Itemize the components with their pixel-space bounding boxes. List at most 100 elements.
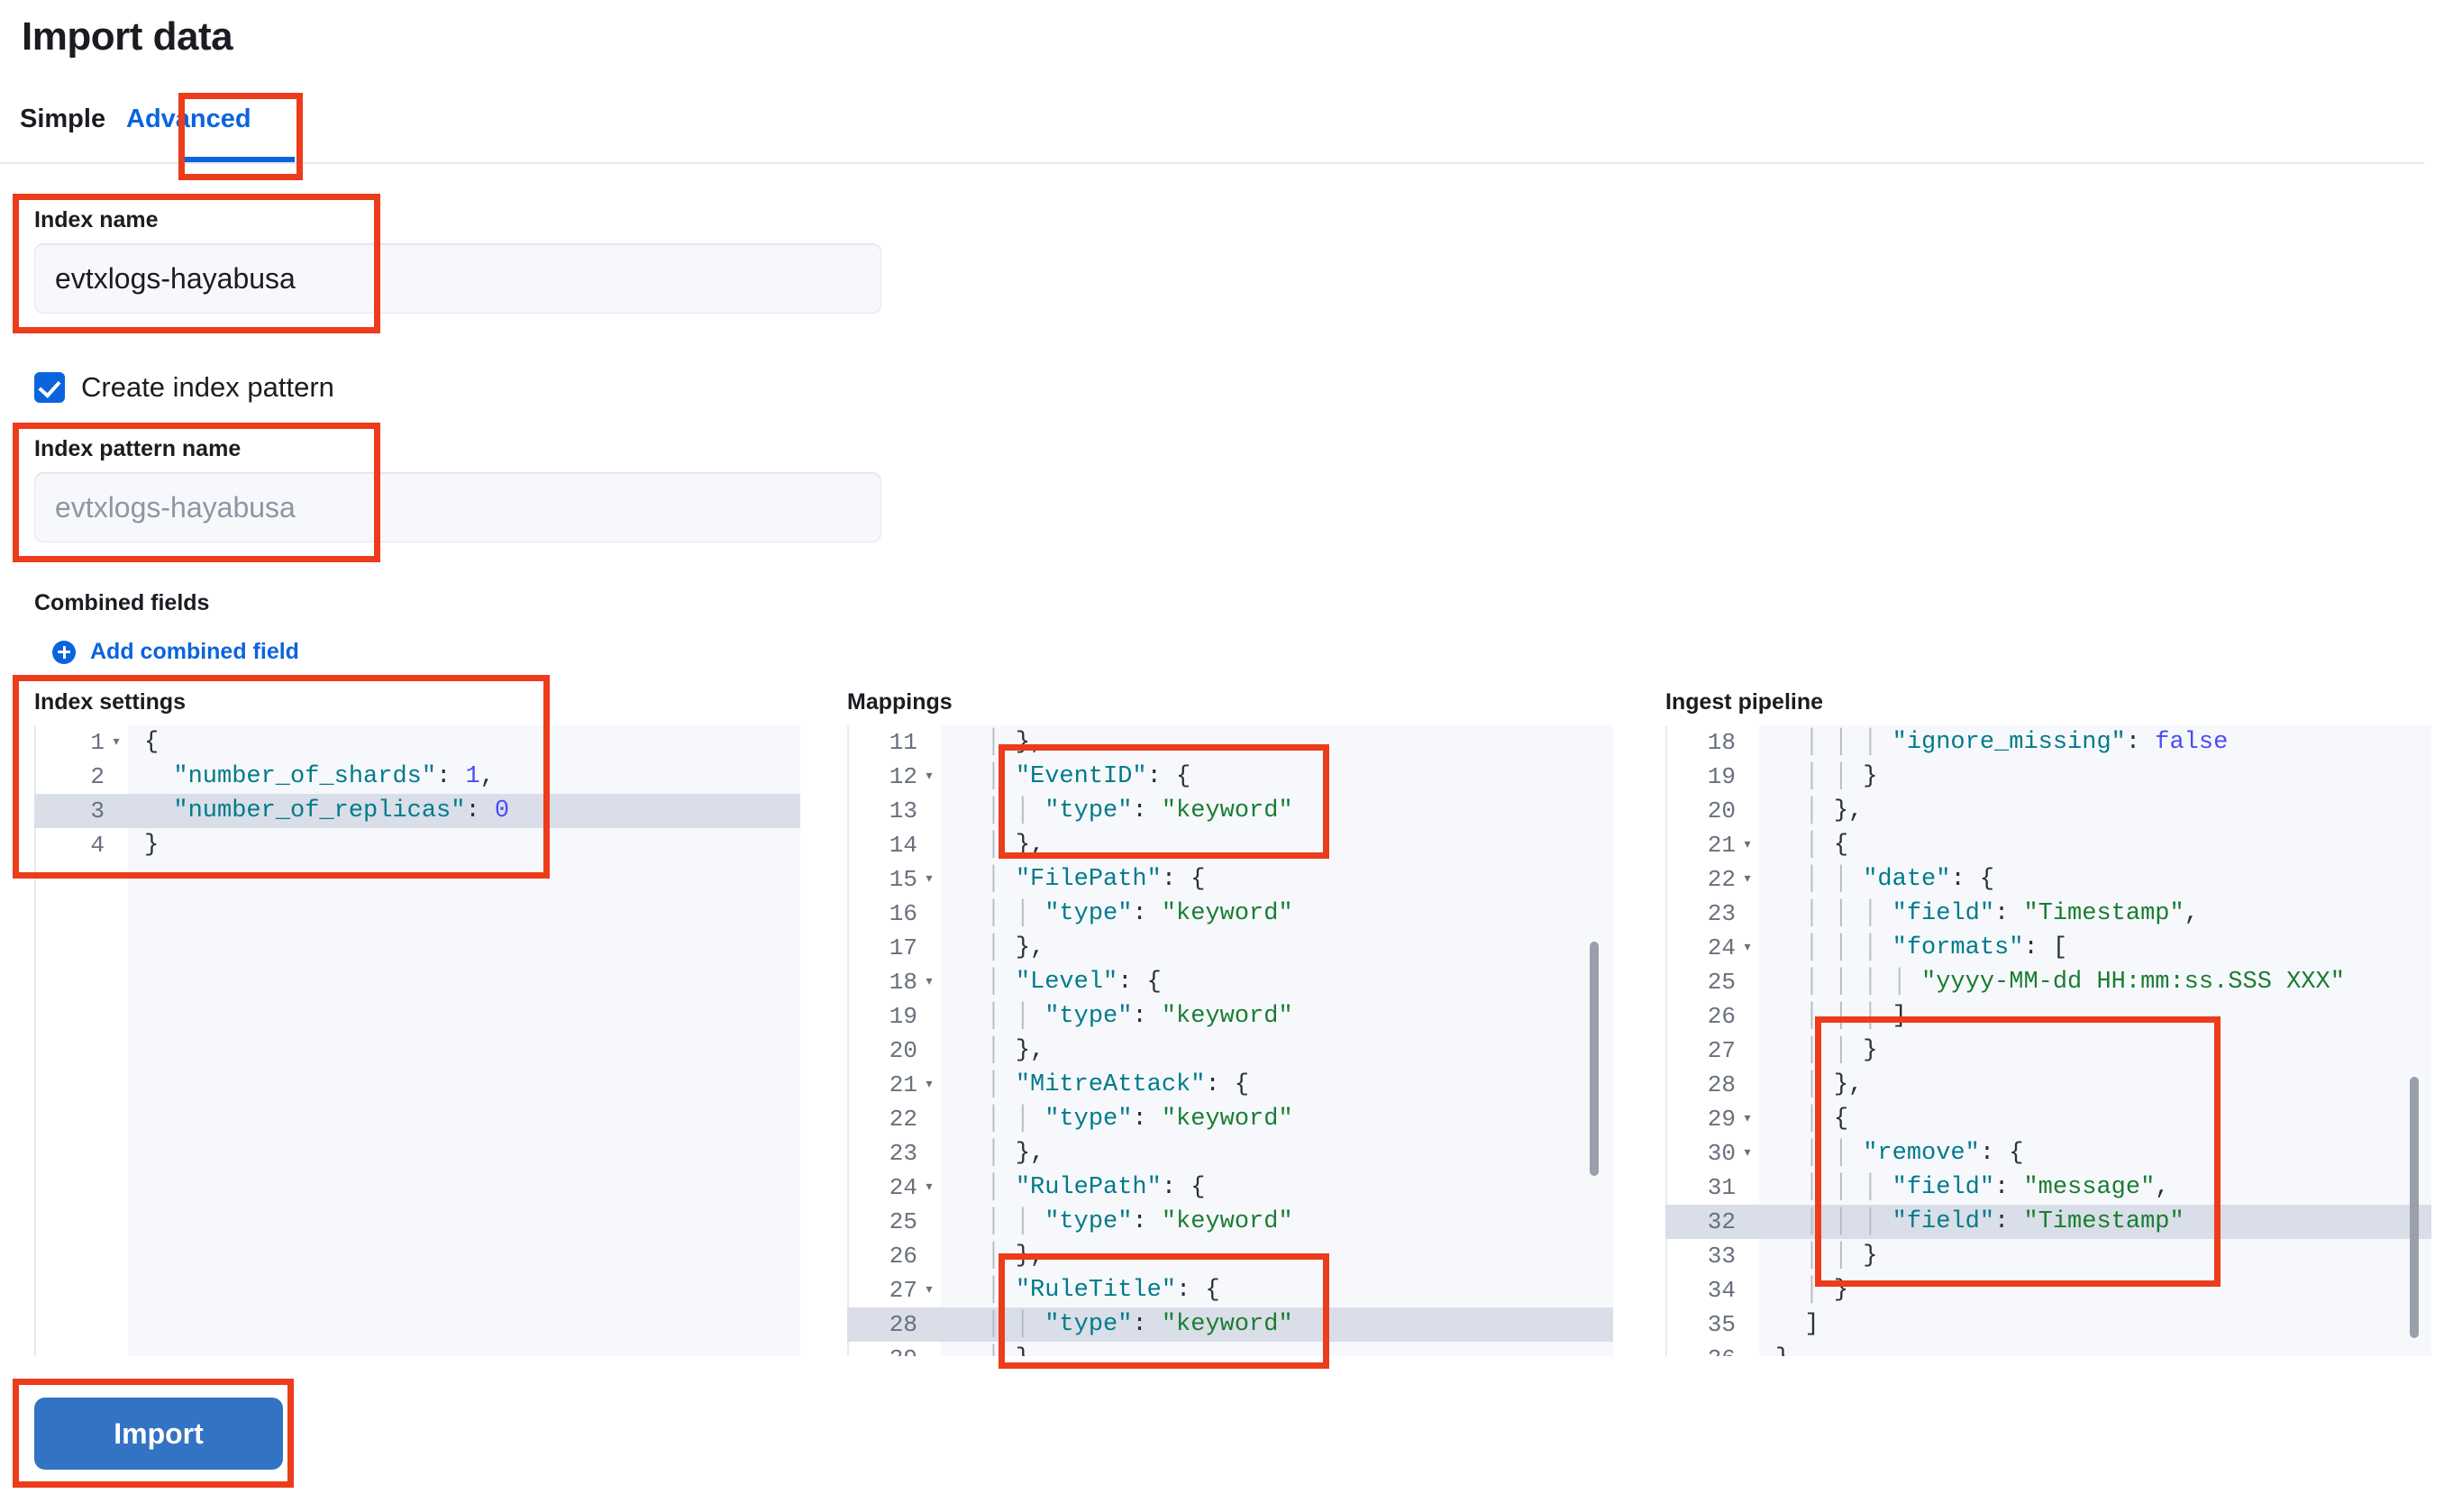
code-line[interactable]: 20 │ },: [847, 1034, 1613, 1068]
code-line[interactable]: 36}: [1665, 1342, 2431, 1356]
fold-arrow-icon[interactable]: ▾: [924, 870, 935, 888]
ingest-pipeline-title: Ingest pipeline: [1665, 689, 1824, 715]
code-line[interactable]: 18▾ │ "Level": {: [847, 965, 1613, 999]
code-text: │ │ │ "field": "Timestamp",: [1775, 900, 2199, 927]
code-text: │ "EventID": {: [957, 763, 1191, 790]
code-line[interactable]: 24▾ │ │ │ "formats": [: [1665, 931, 2431, 965]
code-line[interactable]: 4}: [34, 828, 800, 862]
code-text: │ },: [957, 1243, 1045, 1270]
add-combined-field-label: Add combined field: [90, 639, 299, 664]
code-text: │ │ │ "field": "message",: [1775, 1174, 2170, 1201]
line-number: 30: [1707, 1140, 1736, 1167]
fold-arrow-icon[interactable]: ▾: [924, 768, 935, 786]
code-text: │ │ "type": "keyword": [957, 797, 1293, 824]
tab-bar: Simple Advanced: [20, 94, 2424, 144]
code-line[interactable]: 29 │ },: [847, 1342, 1613, 1356]
code-line[interactable]: 19 │ │ "type": "keyword": [847, 999, 1613, 1034]
code-line[interactable]: 31 │ │ │ "field": "message",: [1665, 1170, 2431, 1205]
code-text: "number_of_replicas": 0: [173, 797, 510, 824]
code-line[interactable]: 27 │ │ }: [1665, 1034, 2431, 1068]
code-line[interactable]: 26 │ },: [847, 1239, 1613, 1273]
index-pattern-name-label: Index pattern name: [34, 436, 242, 461]
code-line[interactable]: 35 ]: [1665, 1307, 2431, 1342]
code-line[interactable]: 21▾ │ {: [1665, 828, 2431, 862]
code-line[interactable]: 32 │ │ │ "field": "Timestamp": [1665, 1205, 2431, 1239]
fold-arrow-icon[interactable]: ▾: [924, 1179, 935, 1197]
fold-arrow-icon[interactable]: ▾: [1742, 939, 1753, 957]
mappings-scrollbar[interactable]: [1590, 942, 1599, 1176]
mappings-editor[interactable]: 11 │ }, 12 ▾ │ "EventID": { 13 │ │ "type": …: [847, 725, 1613, 1356]
code-line[interactable]: 13 │ │ "type": "keyword": [847, 794, 1613, 828]
code-line[interactable]: 23 │ },: [847, 1136, 1613, 1170]
code-line[interactable]: 15▾ │ "FilePath": {: [847, 862, 1613, 897]
code-text: }: [144, 832, 160, 859]
index-pattern-name-input[interactable]: evtxlogs-hayabusa: [34, 472, 881, 542]
line-number: 18: [1707, 729, 1736, 756]
code-line[interactable]: 11 │ },: [847, 725, 1613, 760]
code-line[interactable]: 17 │ },: [847, 931, 1613, 965]
line-number: 3: [90, 797, 105, 824]
code-text: │ │ │ "formats": [: [1775, 934, 2068, 961]
code-line[interactable]: 19 │ │ }: [1665, 760, 2431, 794]
create-index-pattern-row[interactable]: Create index pattern: [34, 371, 334, 404]
ingest-pipeline-gutter-divider: [1665, 725, 1667, 1356]
code-line[interactable]: 21▾ │ "MitreAttack": {: [847, 1068, 1613, 1102]
create-index-pattern-checkbox[interactable]: [34, 372, 65, 403]
index-settings-editor[interactable]: 1▾{2 "number_of_shards": 1,3 "number_of_…: [34, 725, 800, 1356]
line-number: 33: [1707, 1243, 1736, 1270]
code-text: │ │ │ "ignore_missing": false: [1775, 729, 2229, 756]
code-line[interactable]: 34 │ }: [1665, 1273, 2431, 1307]
tab-advanced[interactable]: Advanced: [126, 105, 251, 133]
ingest-pipeline-scrollbar[interactable]: [2410, 1077, 2419, 1338]
code-line[interactable]: 29▾ │ {: [1665, 1102, 2431, 1136]
code-line[interactable]: 22 │ │ "type": "keyword": [847, 1102, 1613, 1136]
code-text: │ },: [957, 1037, 1045, 1064]
code-text: │ },: [1775, 797, 1864, 824]
fold-arrow-icon[interactable]: ▾: [1742, 836, 1753, 854]
fold-arrow-icon[interactable]: ▾: [1742, 1110, 1753, 1128]
line-number: 15: [889, 866, 917, 893]
import-button[interactable]: Import: [34, 1398, 283, 1470]
code-line[interactable]: 25 │ │ │ │ "yyyy-MM-dd HH:mm:ss.SSS XXX": [1665, 965, 2431, 999]
code-text: │ },: [957, 832, 1045, 859]
code-line[interactable]: 26 │ │ │ ]: [1665, 999, 2431, 1034]
code-line[interactable]: 2 "number_of_shards": 1,: [34, 760, 800, 794]
mappings-title: Mappings: [847, 689, 953, 715]
line-number: 21: [1707, 832, 1736, 859]
code-line[interactable]: 24▾ │ "RulePath": {: [847, 1170, 1613, 1205]
code-line[interactable]: 33 │ │ }: [1665, 1239, 2431, 1273]
line-number: 23: [889, 1140, 917, 1167]
code-line[interactable]: 23 │ │ │ "field": "Timestamp",: [1665, 897, 2431, 931]
code-line[interactable]: 18 │ │ │ "ignore_missing": false: [1665, 725, 2431, 760]
code-line[interactable]: 28 │ │ "type": "keyword": [847, 1307, 1613, 1342]
code-line[interactable]: 20 │ },: [1665, 794, 2431, 828]
code-text: {: [144, 729, 160, 756]
code-line[interactable]: 3 "number_of_replicas": 0: [34, 794, 800, 828]
fold-arrow-icon[interactable]: ▾: [924, 973, 935, 991]
line-number: 36: [1665, 1342, 1736, 1356]
code-text: │ },: [957, 1140, 1045, 1167]
active-tab-indicator: [185, 157, 295, 162]
index-name-input[interactable]: evtxlogs-hayabusa: [34, 243, 881, 314]
fold-arrow-icon[interactable]: ▾: [1742, 1144, 1753, 1162]
code-line[interactable]: 12 ▾ │ "EventID": {: [847, 760, 1613, 794]
code-line[interactable]: 22▾ │ │ "date": {: [1665, 862, 2431, 897]
fold-arrow-icon[interactable]: ▾: [924, 1076, 935, 1094]
line-number: 12: [889, 763, 917, 790]
code-line[interactable]: 28 │ },: [1665, 1068, 2431, 1102]
code-line[interactable]: 16 │ │ "type": "keyword": [847, 897, 1613, 931]
add-combined-field-button[interactable]: Add combined field: [52, 639, 299, 665]
code-line[interactable]: 1▾{: [34, 725, 800, 760]
code-line[interactable]: 25 │ │ "type": "keyword": [847, 1205, 1613, 1239]
fold-arrow-icon[interactable]: ▾: [111, 733, 122, 751]
code-line[interactable]: 27▾ │ "RuleTitle": {: [847, 1273, 1613, 1307]
code-line[interactable]: 14 │ },: [847, 828, 1613, 862]
fold-arrow-icon[interactable]: ▾: [1742, 870, 1753, 888]
line-number: 19: [1707, 763, 1736, 790]
line-number: 19: [889, 1003, 917, 1030]
fold-arrow-icon[interactable]: ▾: [924, 1281, 935, 1299]
tab-simple[interactable]: Simple: [20, 105, 106, 133]
line-number: 29: [847, 1342, 917, 1356]
code-line[interactable]: 30▾ │ │ "remove": {: [1665, 1136, 2431, 1170]
